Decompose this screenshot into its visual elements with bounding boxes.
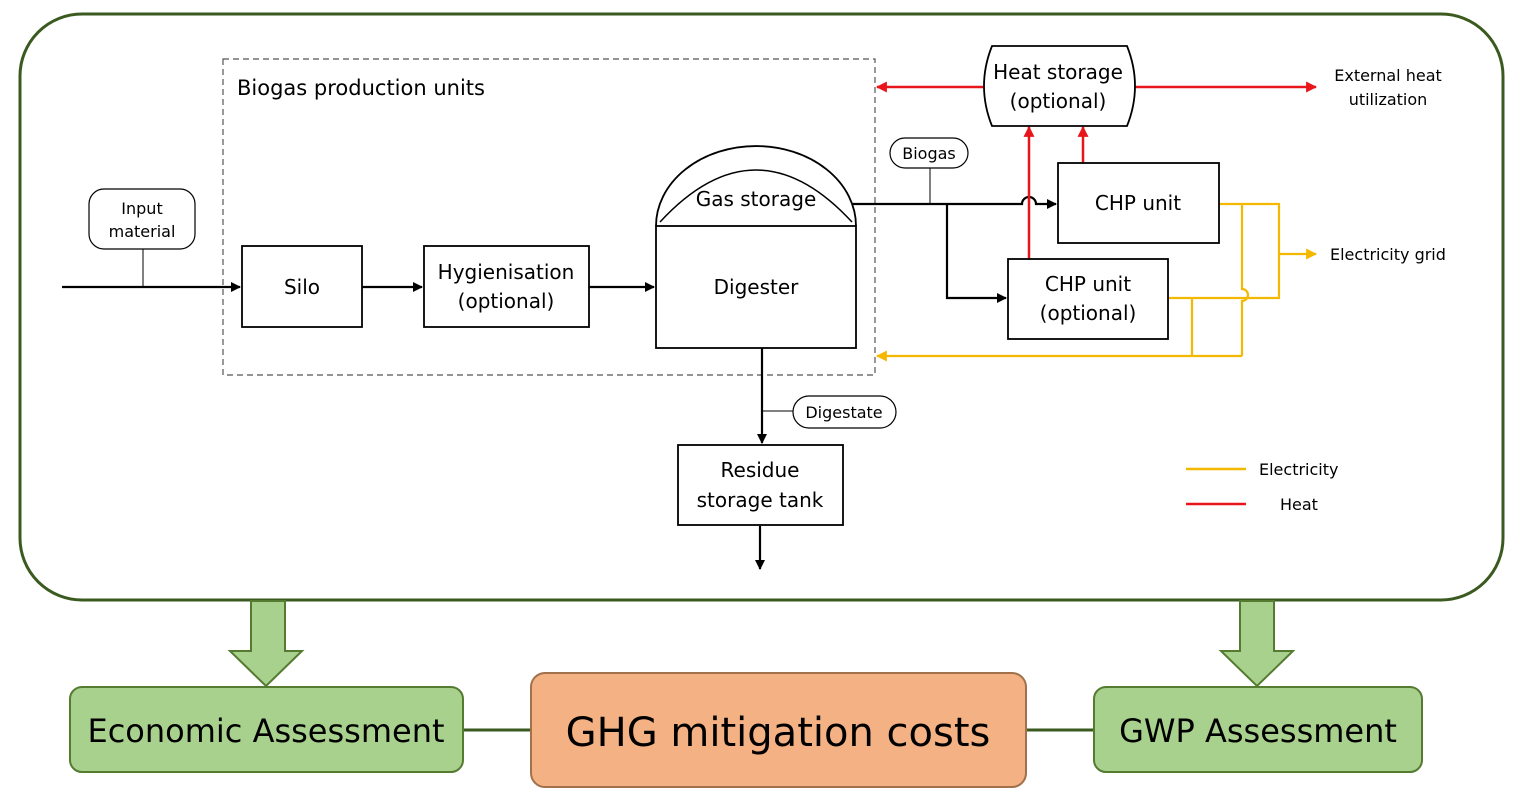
digester-box bbox=[655, 225, 857, 349]
silo-box bbox=[241, 245, 363, 328]
digestate-label bbox=[792, 395, 897, 429]
legend-electricity-text: Electricity bbox=[1259, 460, 1338, 479]
heat-storage-shape bbox=[983, 45, 1136, 127]
system-frame bbox=[18, 12, 1505, 602]
biogas-label bbox=[889, 137, 969, 169]
silo-text: Silo bbox=[284, 275, 320, 299]
chp-unit-optional-box bbox=[1007, 258, 1169, 340]
hygienisation-text-1: Hygienisation bbox=[438, 260, 575, 284]
external-heat-text-2: utilization bbox=[1349, 90, 1428, 109]
economic-down-arrow bbox=[227, 600, 305, 688]
input-material-label bbox=[88, 188, 196, 250]
digestate-text: Digestate bbox=[805, 403, 882, 422]
gwp-assessment-text: GWP Assessment bbox=[1119, 712, 1397, 750]
economic-assessment-text: Economic Assessment bbox=[87, 712, 444, 750]
chp-unit-optional-text-1: CHP unit bbox=[1045, 272, 1131, 296]
biogas-units-boundary bbox=[222, 58, 876, 376]
external-heat-text-1: External heat bbox=[1334, 66, 1442, 85]
gas-storage-text: Gas storage bbox=[696, 187, 817, 211]
hygienisation-box bbox=[423, 245, 590, 328]
ghg-mitigation-costs-text: GHG mitigation costs bbox=[566, 710, 991, 756]
biogas-units-title: Biogas production units bbox=[237, 76, 485, 100]
chp-electricity-line bbox=[1219, 202, 1281, 254]
gas-storage-dome bbox=[655, 145, 857, 227]
gas-to-chp-line bbox=[828, 195, 1057, 209]
chp-electricity-return-line bbox=[1240, 204, 1250, 356]
chp-unit-text: CHP unit bbox=[1095, 191, 1181, 215]
hygienisation-text-2: (optional) bbox=[458, 289, 555, 313]
chp-unit-box bbox=[1057, 162, 1220, 244]
heat-storage-text-1: Heat storage bbox=[993, 60, 1123, 84]
heat-storage-text-2: (optional) bbox=[1010, 89, 1107, 113]
economic-assessment-box bbox=[69, 686, 464, 773]
chp-optional-electricity-line bbox=[1168, 254, 1281, 300]
electricity-grid-text: Electricity grid bbox=[1330, 245, 1446, 264]
gwp-assessment-box bbox=[1093, 686, 1423, 773]
gwp-down-arrow bbox=[1218, 600, 1296, 688]
residue-text-1: Residue bbox=[721, 458, 800, 482]
residue-text-2: storage tank bbox=[697, 488, 824, 512]
chp-unit-optional-text-2: (optional) bbox=[1040, 301, 1137, 325]
residue-storage-tank-box bbox=[677, 444, 844, 526]
gas-storage-inner-arc bbox=[659, 169, 853, 223]
gas-to-chp-optional-line bbox=[945, 204, 1007, 303]
input-material-text-1: Input bbox=[121, 199, 162, 218]
ghg-mitigation-costs-box bbox=[530, 672, 1027, 788]
digester-text: Digester bbox=[714, 275, 800, 299]
legend-heat-text: Heat bbox=[1280, 495, 1318, 514]
input-material-text-2: material bbox=[109, 222, 176, 241]
biogas-text: Biogas bbox=[902, 144, 956, 163]
